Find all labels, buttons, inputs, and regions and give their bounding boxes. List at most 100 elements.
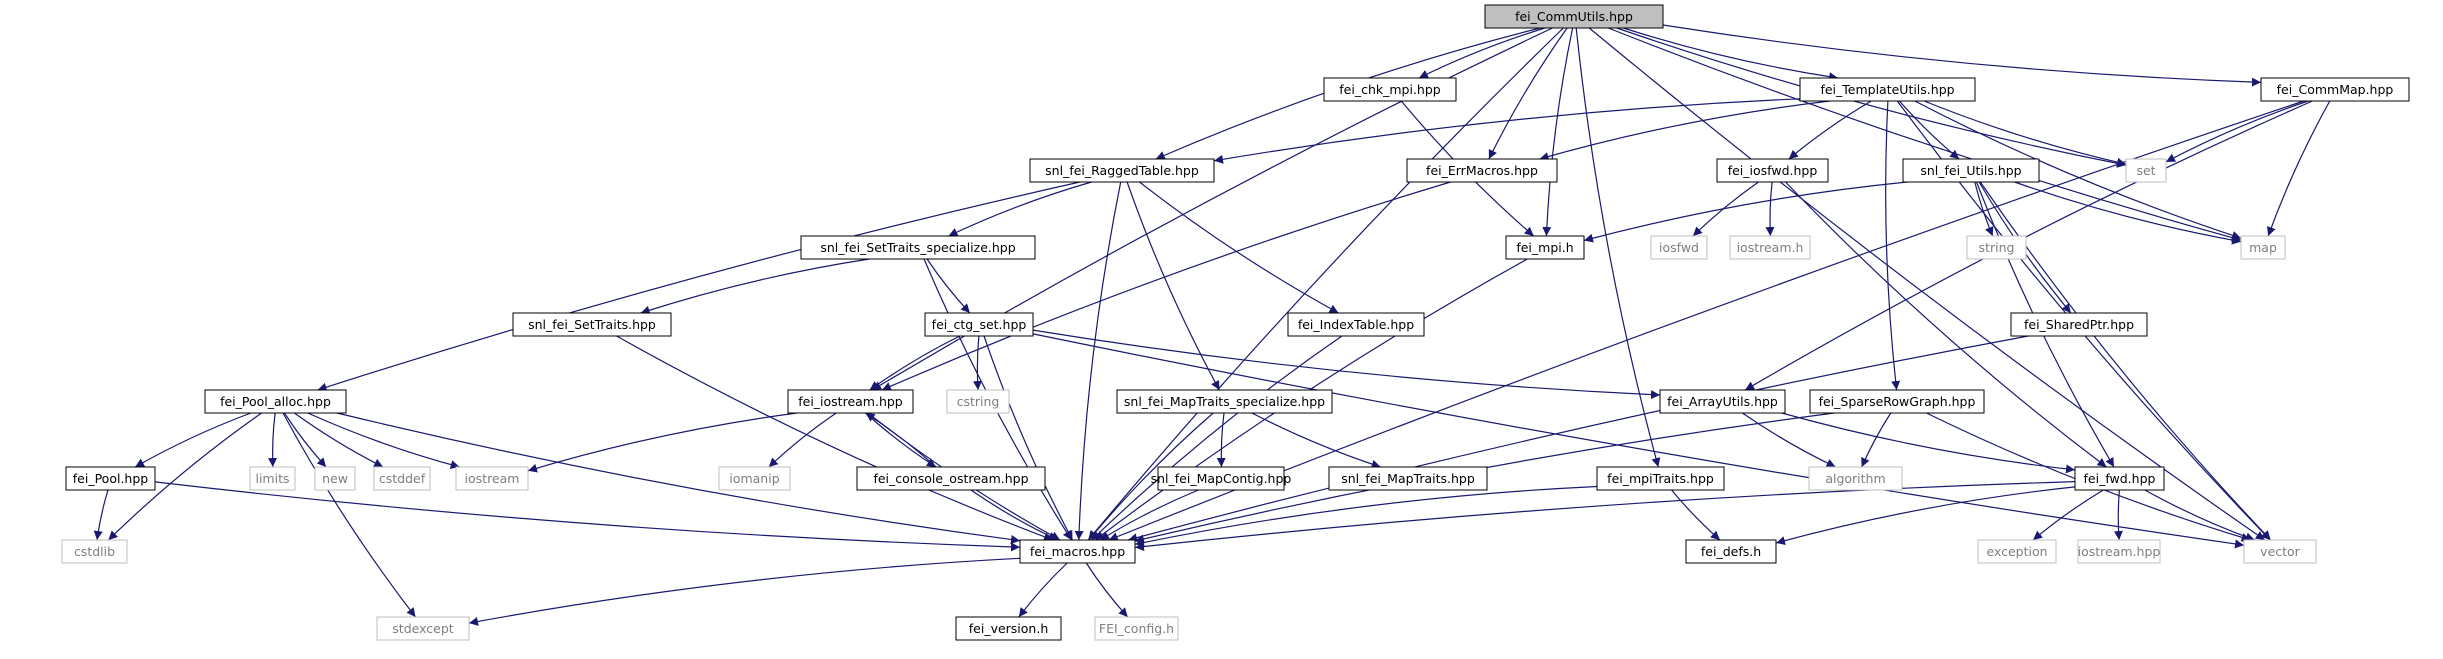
node-snl-fei-maptraits-specialize-hpp[interactable]: snl_fei_MapTraits_specialize.hpp xyxy=(1116,389,1333,414)
dependency-edges xyxy=(93,24,2331,626)
node-fei-iosfwd-hpp[interactable]: fei_iosfwd.hpp xyxy=(1716,158,1829,183)
node-label: fei_ErrMacros.hpp xyxy=(1426,163,1538,178)
node-fei-mpitraits-hpp[interactable]: fei_mpiTraits.hpp xyxy=(1596,466,1725,491)
edge-fei-ctg-set-hpp-to-fei-macros-hpp xyxy=(983,335,1074,541)
node-box xyxy=(2240,235,2286,260)
edge-fei-fwd-hpp-to-vector xyxy=(2144,489,2255,542)
node-box xyxy=(1650,235,1708,260)
node-box xyxy=(1505,235,1585,260)
edge-fei-sharedptr-hpp-to-fei-macros-hpp xyxy=(1128,335,2029,543)
node-label: iostream xyxy=(465,471,520,486)
edge-fei-fwd-hpp-to-fei-macros-hpp xyxy=(1134,481,2076,552)
node-snl-fei-utils-hpp[interactable]: snl_fei_Utils.hpp xyxy=(1902,158,2040,183)
node-label: fei_version.h xyxy=(969,621,1049,636)
node-label: exception xyxy=(1986,544,2047,559)
node-label: algorithm xyxy=(1825,471,1885,486)
node-fei-macros-hpp[interactable]: fei_macros.hpp xyxy=(1019,539,1136,564)
node-snl-fei-settraits-hpp[interactable]: snl_fei_SetTraits.hpp xyxy=(512,312,672,337)
node-box xyxy=(1808,466,1903,491)
edge-snl-fei-utils-hpp-to-map xyxy=(2014,181,2242,245)
node-map: map xyxy=(2240,235,2286,260)
edge-fei-commutils-hpp-to-fei-mpitraits-hpp xyxy=(1575,27,1661,468)
edge-snl-fei-utils-hpp-to-fei-mpi-h xyxy=(1583,181,1908,243)
node-box xyxy=(1716,158,1829,183)
edge-fei-commutils-hpp-to-fei-commmap-hpp xyxy=(1662,24,2262,87)
node-fei-commutils-hpp[interactable]: fei_CommUtils.hpp xyxy=(1484,4,1664,29)
node-box xyxy=(204,389,347,414)
node-label: snl_fei_SetTraits_specialize.hpp xyxy=(820,240,1015,255)
node-box xyxy=(1484,4,1664,29)
node-fei-indextable-hpp[interactable]: fei_IndexTable.hpp xyxy=(1287,312,1425,337)
node-box xyxy=(1019,539,1136,564)
node-cstdlib: cstdlib xyxy=(61,539,128,564)
node-box xyxy=(1799,77,1976,102)
edge-fei-pool-alloc-hpp-to-stdexcept xyxy=(282,412,416,618)
node-string: string xyxy=(1966,235,2027,260)
edge-fei-console-ostream-hpp-to-fei-iostream-hpp xyxy=(865,412,937,468)
node-fei-fwd-hpp[interactable]: fei_fwd.hpp xyxy=(2074,466,2165,491)
node-fei-console-ostream-hpp[interactable]: fei_console_ostream.hpp xyxy=(856,466,1046,491)
node-label: vector xyxy=(2260,544,2301,559)
node-box xyxy=(1406,158,1558,183)
node-box xyxy=(376,616,470,641)
node-fei-pool-alloc-hpp[interactable]: fei_Pool_alloc.hpp xyxy=(204,389,347,414)
edge-fei-templateutils-hpp-to-set xyxy=(1923,100,2127,167)
node-box xyxy=(955,616,1062,641)
edge-fei-pool-hpp-to-fei-macros-hpp xyxy=(154,481,1021,552)
node-fei-mpi-h[interactable]: fei_mpi.h xyxy=(1505,235,1585,260)
node-label: snl_fei_RaggedTable.hpp xyxy=(1045,163,1199,178)
node-snl-fei-settraits-specialize-hpp[interactable]: snl_fei_SetTraits_specialize.hpp xyxy=(800,235,1036,260)
edge-snl-fei-settraits-hpp-to-fei-macros-hpp xyxy=(616,335,1054,542)
node-label: snl_fei_Utils.hpp xyxy=(1920,163,2021,178)
node-fei-defs-h[interactable]: fei_defs.h xyxy=(1685,539,1777,564)
edge-fei-iostream-hpp-to-iostream xyxy=(527,412,798,473)
node-fei-arrayutils-hpp[interactable]: fei_ArrayUtils.hpp xyxy=(1659,389,1786,414)
node-fei-chk-mpi-hpp[interactable]: fei_chk_mpi.hpp xyxy=(1323,77,1457,102)
edge-fei-commutils-hpp-to-fei-chk-mpi-hpp xyxy=(1418,27,1546,79)
node-fei-ctg-set-hpp[interactable]: fei_ctg_set.hpp xyxy=(924,312,1034,337)
node-fei-pool-hpp[interactable]: fei_Pool.hpp xyxy=(65,466,156,491)
node-label: fei_console_ostream.hpp xyxy=(873,471,1028,486)
node-label: fei_SharedPtr.hpp xyxy=(2024,317,2134,332)
node-iosfwd: iosfwd xyxy=(1650,235,1708,260)
edge-fei-templateutils-hpp-to-map xyxy=(1914,100,2242,240)
edge-snl-fei-raggedtable-hpp-to-snl-fei-maptraits-specialize-hpp xyxy=(1126,181,1220,391)
node-label: cstddef xyxy=(379,471,426,486)
node-box xyxy=(718,466,791,491)
edge-fei-iosfwd-hpp-to-iostream-h xyxy=(1765,181,1775,237)
node-snl-fei-mapcontig-hpp[interactable]: snl_fei_MapContig.hpp xyxy=(1151,466,1292,491)
edge-fei-arrayutils-hpp-to-algorithm xyxy=(1742,412,1836,468)
edge-fei-commmap-hpp-to-set xyxy=(2165,100,2309,163)
node-box xyxy=(1809,389,1985,414)
node-label: fei_fwd.hpp xyxy=(2084,471,2156,486)
node-fei-commmap-hpp[interactable]: fei_CommMap.hpp xyxy=(2260,77,2410,102)
edge-fei-mpitraits-hpp-to-fei-macros-hpp xyxy=(1134,485,1598,547)
node-snl-fei-maptraits-hpp[interactable]: snl_fei_MapTraits.hpp xyxy=(1328,466,1488,491)
node-fei-errmacros-hpp[interactable]: fei_ErrMacros.hpp xyxy=(1406,158,1558,183)
edge-fei-fwd-hpp-to-exception xyxy=(2032,489,2104,541)
edge-snl-fei-raggedtable-hpp-to-fei-macros-hpp xyxy=(1074,181,1122,541)
node-box xyxy=(1977,539,2057,564)
edge-fei-commmap-hpp-to-map xyxy=(2267,100,2331,237)
node-label: fei_SparseRowGraph.hpp xyxy=(1819,394,1976,409)
node-fei-version-h[interactable]: fei_version.h xyxy=(955,616,1062,641)
node-fei-iostream-hpp[interactable]: fei_iostream.hpp xyxy=(787,389,914,414)
node-iostream-h: iostream.h xyxy=(1729,235,1811,260)
node-fei-sharedptr-hpp[interactable]: fei_SharedPtr.hpp xyxy=(2010,312,2148,337)
node-stdexcept: stdexcept xyxy=(376,616,470,641)
edge-snl-fei-settraits-specialize-hpp-to-fei-ctg-set-hpp xyxy=(926,258,971,314)
node-label: snl_fei_SetTraits.hpp xyxy=(528,317,656,332)
node-box xyxy=(2243,539,2317,564)
node-snl-fei-raggedtable-hpp[interactable]: snl_fei_RaggedTable.hpp xyxy=(1029,158,1215,183)
node-label: fei_ctg_set.hpp xyxy=(932,317,1027,332)
edge-snl-fei-utils-hpp-to-string xyxy=(1974,181,1994,237)
edge-fei-sparserowgraph-hpp-to-algorithm xyxy=(1861,412,1892,468)
edge-fei-pool-alloc-hpp-to-limits xyxy=(268,412,278,468)
node-box xyxy=(1902,158,2040,183)
node-box xyxy=(2125,158,2167,183)
node-box xyxy=(1116,389,1333,414)
node-fei-templateutils-hpp[interactable]: fei_TemplateUtils.hpp xyxy=(1799,77,1976,102)
node-fei-sparserowgraph-hpp[interactable]: fei_SparseRowGraph.hpp xyxy=(1809,389,1985,414)
node-box xyxy=(1323,77,1457,102)
node-box xyxy=(2077,539,2161,564)
